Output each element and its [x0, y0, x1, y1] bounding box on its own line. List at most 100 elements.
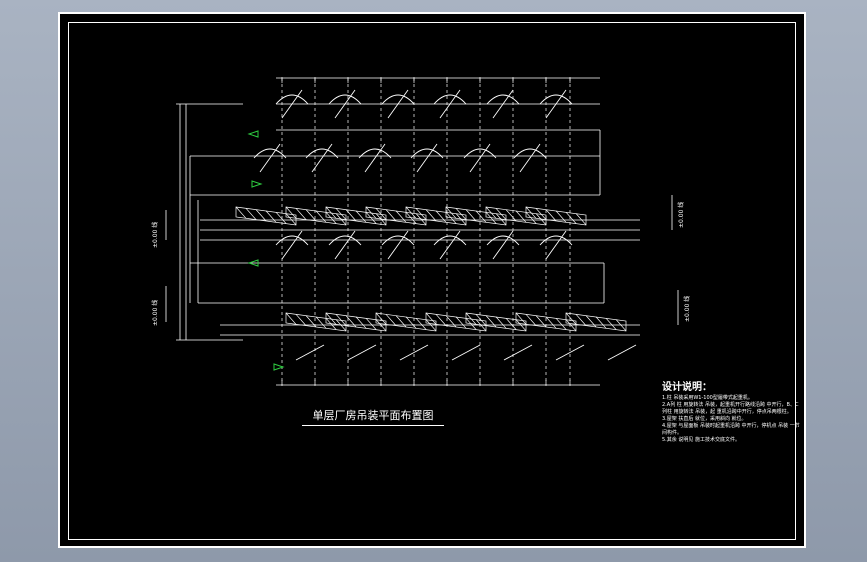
truss-web	[285, 312, 297, 325]
column-piece	[545, 230, 567, 260]
column-piece	[399, 344, 429, 361]
truss-web	[545, 209, 557, 222]
truss-web	[405, 206, 417, 219]
column-piece	[334, 230, 356, 260]
rotation-arc	[253, 148, 287, 159]
truss-web	[395, 315, 407, 328]
design-note: 2.A列 柱 用旋转法 吊装，起重机开行路线沿跨 中开行，B、C列柱 用旋转法 …	[662, 402, 799, 415]
truss-outline	[515, 312, 577, 332]
truss-web	[375, 312, 387, 325]
truss-web	[515, 319, 527, 332]
truss-web	[335, 208, 347, 220]
design-note: 3.屋架 扶直后 就位，采用斜向 就位。	[662, 416, 747, 422]
truss-web	[395, 210, 407, 223]
right-dimension-marks	[165, 195, 679, 325]
rotation-arc	[275, 94, 309, 105]
truss-web	[265, 210, 277, 223]
truss-web	[355, 210, 367, 223]
truss-web	[505, 209, 517, 222]
rotation-arc	[410, 148, 444, 159]
truss-web	[375, 319, 387, 332]
truss-web	[385, 314, 397, 326]
truss-web	[325, 312, 337, 325]
plan-title: 单层厂房吊装平面布置图	[302, 407, 444, 426]
column-piece	[555, 344, 585, 361]
column-piece	[387, 89, 409, 119]
truss-web	[455, 208, 467, 220]
truss-outline	[565, 312, 627, 332]
design-notes: 设计说明： 1.柱 吊装采用W1-100型履带式起重机。 2.A列 柱 用旋转法…	[662, 378, 800, 444]
truss-web	[275, 211, 287, 224]
rotation-arc	[539, 235, 573, 246]
rotation-arc	[381, 94, 415, 105]
truss-web	[565, 211, 577, 224]
column-piece	[439, 230, 461, 260]
truss-web	[305, 209, 317, 222]
truss-web	[435, 210, 447, 223]
truss-web	[525, 206, 537, 219]
truss-web	[445, 206, 457, 219]
truss-web	[355, 316, 367, 329]
truss-web	[485, 206, 497, 219]
truss-web	[535, 208, 547, 220]
rotation-arc	[305, 148, 339, 159]
design-note: 1.柱 吊装采用W1-100型履带式起重机。	[662, 395, 753, 401]
rotation-arc	[539, 94, 573, 105]
truss-web	[575, 314, 587, 326]
truss-web	[255, 209, 267, 222]
rotation-arc	[358, 148, 392, 159]
truss-web	[495, 208, 507, 220]
truss-web	[555, 210, 567, 223]
truss-web	[465, 209, 477, 222]
truss-web	[455, 316, 467, 329]
truss-web	[315, 316, 327, 329]
rotation-arc	[433, 235, 467, 246]
truss-web	[515, 210, 527, 223]
truss-web	[235, 206, 247, 219]
axis-label-left-bottom: ±0.00 线	[152, 299, 159, 326]
column-piece	[281, 230, 303, 260]
truss-web	[495, 316, 507, 329]
axis-label-left-top: ±0.00 线	[152, 221, 159, 248]
rotation-arc	[513, 148, 547, 159]
truss-web	[565, 312, 577, 325]
truss-web	[345, 209, 357, 222]
axis-label-right-top: ±0.00 线	[678, 201, 685, 228]
truss-web	[285, 213, 297, 226]
truss-web	[415, 317, 427, 330]
rotation-arc	[486, 235, 520, 246]
column-piece	[281, 89, 303, 119]
column-piece	[469, 143, 491, 173]
truss-web	[425, 312, 437, 325]
truss-outline	[235, 206, 297, 226]
axis-label-right-bottom: ±0.00 线	[684, 295, 691, 322]
truss-web	[365, 317, 377, 330]
truss-web	[405, 316, 417, 329]
column-piece	[451, 344, 481, 361]
truss-web	[245, 208, 257, 220]
design-notes-title: 设计说明：	[662, 382, 712, 393]
truss-web	[415, 208, 427, 220]
rotation-arc	[328, 94, 362, 105]
column-piece	[492, 230, 514, 260]
hoisting-columns	[253, 89, 637, 361]
truss-web	[295, 314, 307, 326]
column-piece	[364, 143, 386, 173]
roof-trusses	[235, 206, 627, 332]
column-piece	[311, 143, 333, 173]
truss-web	[305, 315, 317, 328]
column-piece	[607, 344, 637, 361]
truss-web	[595, 316, 607, 329]
truss-web	[285, 206, 297, 219]
truss-web	[315, 210, 327, 223]
truss-web	[515, 312, 527, 325]
truss-web	[485, 315, 497, 328]
drawing-sheet	[58, 12, 806, 548]
rotation-arc	[433, 94, 467, 105]
drawing-frame	[68, 22, 796, 540]
truss-web	[565, 319, 577, 332]
column-piece	[334, 89, 356, 119]
column-piece	[259, 143, 281, 173]
rotation-arc	[275, 235, 309, 246]
